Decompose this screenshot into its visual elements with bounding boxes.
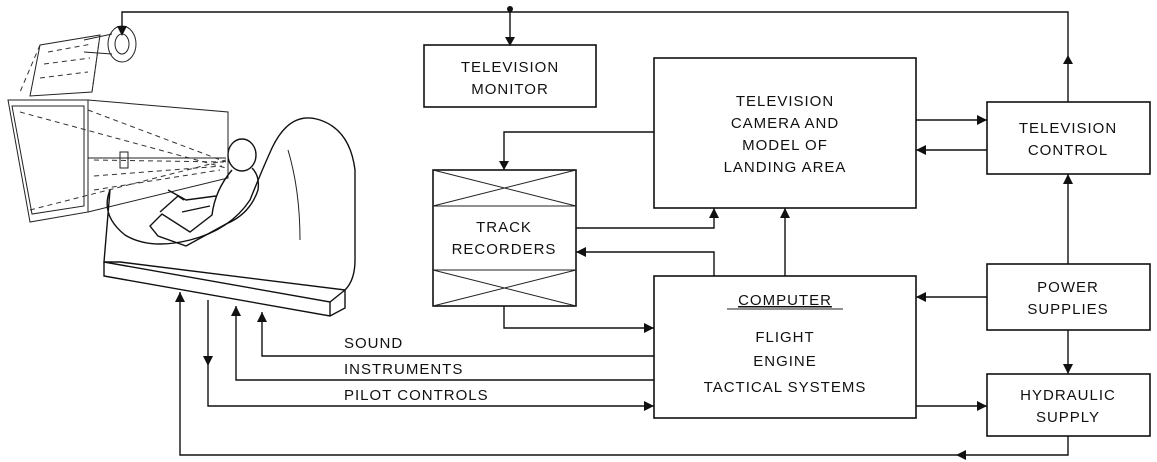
arrow-into-cockpit-sound [257,312,267,322]
arrow-into-recorders-side [576,247,586,257]
computer-block: COMPUTER FLIGHT ENGINE TACTICAL SYSTEMS [653,275,917,419]
track-recorders-line-1: TRACK [476,219,532,236]
arrow-left-hydraulic-return [956,450,966,460]
hydraulic-supply-line-2: SUPPLY [1036,409,1100,426]
tv-camera-line-4: LANDING AREA [724,159,847,176]
tv-monitor-block: TELEVISION MONITOR [423,44,597,108]
pilot-figure-illustration [149,138,260,247]
arrow-into-computer-pilot-controls [644,401,654,411]
tv-camera-line-2: CAMERA AND [731,115,839,132]
tv-control-block: TELEVISION CONTROL [986,101,1151,175]
recorders-to-computer-line [503,306,654,329]
arrow-down-into-hydraulic [1063,364,1073,374]
track-recorders-block: TRACK RECORDERS [432,169,577,307]
instruments-line [235,306,654,381]
pilot-controls-label: PILOT CONTROLS [344,387,489,404]
arrow-into-cockpit-motion [175,292,185,302]
arrow-into-tv-monitor [505,37,515,46]
hydraulic-to-cockpit-line [179,292,1069,456]
power-supplies-block: POWER SUPPLIES [986,263,1151,331]
camera-to-recorders-line [503,131,654,170]
hydraulic-supply-block: HYDRAULIC SUPPLY [986,373,1151,437]
computer-function-engine: ENGINE [753,353,817,370]
arrow-into-computer-from-recorders [644,323,654,333]
power-supplies-line-2: SUPPLIES [1027,301,1108,318]
arrow-up-to-top-bus [1063,55,1073,64]
arrow-into-cockpit-instruments [231,306,241,316]
arrow-into-hydraulic [977,401,987,411]
sound-line [261,312,654,357]
arrow-into-camera-from-recorders [709,208,719,218]
hydraulic-supply-line-1: HYDRAULIC [1020,387,1116,404]
arrow-down-pilot-controls [203,356,213,366]
computer-to-recorders-line [576,251,715,276]
arrow-into-camera-from-computer [780,208,790,218]
tv-monitor-line-2: MONITOR [471,81,549,98]
arrow-into-tv-camera [916,145,926,155]
arrow-into-recorders-top [499,161,509,170]
sound-label: SOUND [344,335,403,352]
recorders-to-camera-line [576,208,715,229]
signal-labels: SOUND INSTRUMENTS PILOT CONTROLS [344,335,489,404]
arrowheads [117,26,1073,460]
tv-control-line-2: CONTROL [1028,142,1108,159]
computer-function-flight: FLIGHT [755,329,814,346]
track-recorders-line-2: RECORDERS [452,241,557,258]
projector-illustration [19,25,137,97]
pilot-controls-line [207,300,654,407]
tv-control-line-1: TELEVISION [1019,120,1117,137]
arrow-into-computer-from-power [916,292,926,302]
arrow-into-projector [117,26,127,36]
cockpit-base-illustration [103,117,356,317]
projection-screen-illustration [7,99,229,223]
tv-camera-block: TELEVISION CAMERA AND MODEL OF LANDING A… [653,57,917,209]
computer-function-tactical: TACTICAL SYSTEMS [704,379,867,396]
arrow-up-into-tv-control [1063,174,1073,184]
cockpit-simulator-illustration [7,25,356,317]
tv-monitor-line-1: TELEVISION [461,59,559,76]
tv-camera-line-1: TELEVISION [736,93,834,110]
computer-title: COMPUTER [738,292,832,309]
power-supplies-line-1: POWER [1037,279,1099,296]
instruments-label: INSTRUMENTS [344,361,463,378]
tv-camera-line-3: MODEL OF [742,137,828,154]
arrow-into-tv-control [977,115,987,125]
